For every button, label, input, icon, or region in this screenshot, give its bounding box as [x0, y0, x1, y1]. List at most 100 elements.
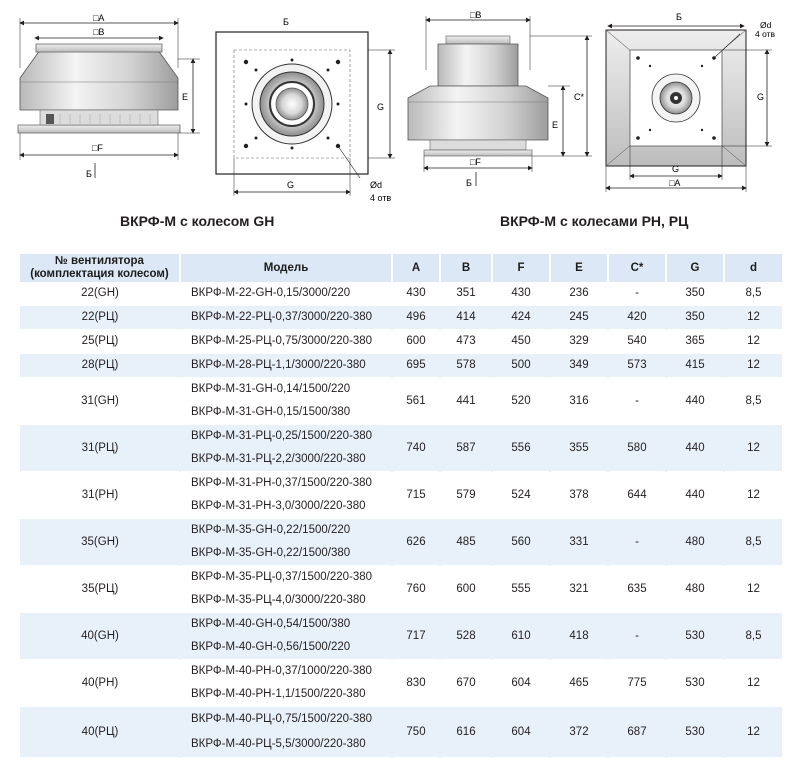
dim-c-label: C* — [574, 92, 584, 102]
table-header-row: № вентилятора (комплектация колесом) Мод… — [20, 254, 782, 282]
dim-a-cell: 760 — [392, 565, 440, 613]
model-name: ВКРФ-М-40-РЦ-0,75/1500/220-380 — [191, 713, 373, 725]
model-name: ВКРФ-М-28-РЦ-1,1/3000/220-380 — [191, 359, 366, 371]
model-cell: ВКРФ-М-28-РЦ-1,1/3000/220-380 — [180, 353, 392, 378]
model-name: ВКРФ-М-31-РН-3,0/3000/220-380 — [191, 500, 366, 512]
model-name: ВКРФ-М-25-РЦ-0,75/3000/220-380 — [191, 335, 373, 347]
dim-g-cell: 440 — [666, 424, 724, 472]
dim-f-label: □F — [92, 143, 103, 153]
dim-d-cell: 12 — [724, 565, 782, 613]
dim-b-label-rc-top: Б — [676, 12, 682, 22]
dim-b-cell: 414 — [440, 305, 492, 330]
fan-number-cell: 22(GH) — [20, 282, 180, 306]
dim-c-cell: 775 — [608, 659, 666, 707]
dim-f-cell: 500 — [492, 353, 550, 378]
model-name: ВКРФ-М-35-GH-0,22/1500/380 — [191, 547, 351, 559]
dim-a-cell: 496 — [392, 305, 440, 330]
fan-number-cell: 35(РЦ) — [20, 565, 180, 613]
dim-a-cell: 695 — [392, 353, 440, 378]
model-cell: ВКРФ-М-25-РЦ-0,75/3000/220-380 — [180, 329, 392, 354]
dim-d-cell: 8,5 — [724, 377, 782, 425]
caption-gh: ВКРФ-М с колесом GH — [120, 213, 275, 229]
dim-a-cell: 830 — [392, 659, 440, 707]
dim-c-cell: - — [608, 282, 666, 306]
dim-f-cell: 430 — [492, 282, 550, 306]
model-name: ВКРФ-М-31-GH-0,14/1500/220 — [191, 383, 351, 395]
dim-b-cell: 485 — [440, 518, 492, 566]
dim-d-cell: 12 — [724, 353, 782, 378]
hole-count-label-rc: 4 отв — [755, 29, 776, 39]
dim-g-cell: 530 — [666, 612, 724, 660]
dim-b-cell: 351 — [440, 282, 492, 306]
dim-e-cell: 329 — [550, 329, 608, 354]
gh-top-view: Б G G Ød 4 отв — [215, 17, 395, 203]
dim-a-label: □A — [93, 13, 104, 23]
dim-a-label-rc: □A — [669, 178, 680, 188]
header-e: E — [549, 254, 608, 282]
dim-d-cell: 12 — [724, 471, 782, 519]
dim-a-cell: 715 — [392, 471, 440, 519]
dim-f-cell: 604 — [492, 706, 550, 758]
dim-c-cell: - — [608, 612, 666, 660]
dim-b-cell: 600 — [440, 565, 492, 613]
model-cell: ВКРФ-М-22-GH-0,15/3000/220 — [180, 282, 392, 306]
dim-d-cell: 8,5 — [724, 282, 782, 306]
dim-b-cell: 579 — [440, 471, 492, 519]
dim-g-cell: 530 — [666, 659, 724, 707]
dim-a-cell: 717 — [392, 612, 440, 660]
dim-b-cell: 616 — [440, 706, 492, 758]
hole-diameter-label-rc: Ød — [760, 20, 772, 30]
fan-number-cell: 22(РЦ) — [20, 305, 180, 330]
dim-g-cell: 440 — [666, 471, 724, 519]
model-name: ВКРФ-М-40-GH-0,56/1500/220 — [191, 641, 351, 653]
dim-f-cell: 520 — [492, 377, 550, 425]
fan-number-cell: 40(РЦ) — [20, 706, 180, 758]
specification-table: № вентилятора (комплектация колесом) Мод… — [19, 254, 782, 758]
dim-e-cell: 316 — [550, 377, 608, 425]
dim-c-cell: 420 — [608, 305, 666, 330]
header-c: C* — [607, 254, 666, 282]
dim-g-bottom-label-rc: G — [672, 164, 679, 174]
dim-g-bottom-label: G — [287, 180, 294, 190]
dim-e-label-rc: E — [552, 120, 558, 130]
dim-d-cell: 12 — [724, 305, 782, 330]
model-name: ВКРФ-М-31-РЦ-0,25/1500/220-380 — [191, 430, 373, 442]
dim-b-cell: 587 — [440, 424, 492, 472]
model-name: ВКРФ-М-31-РЦ-2,2/3000/220-380 — [191, 453, 366, 465]
header-a: A — [391, 254, 440, 282]
model-name: ВКРФ-М-40-РН-1,1/1500/220-380 — [191, 688, 366, 700]
gh-side-view: □A □B E □F Б — [17, 13, 200, 179]
fan-number-cell: 35(GH) — [20, 518, 180, 566]
dim-f-cell: 524 — [492, 471, 550, 519]
fan-number-cell: 40(PH) — [20, 659, 180, 707]
dim-f-cell: 604 — [492, 659, 550, 707]
dim-g-cell: 350 — [666, 282, 724, 306]
dim-f-cell: 556 — [492, 424, 550, 472]
dim-b-cell: 670 — [440, 659, 492, 707]
fan-number-cell: 28(РЦ) — [20, 353, 180, 378]
model-name: ВКРФ-М-40-РН-0,37/1000/220-380 — [191, 665, 372, 677]
dim-f-cell: 450 — [492, 329, 550, 354]
dim-c-cell: 687 — [608, 706, 666, 758]
header-f: F — [491, 254, 550, 282]
section-mark-rc: Б — [466, 178, 472, 188]
dim-f-cell: 560 — [492, 518, 550, 566]
model-name: ВКРФ-М-40-GH-0,54/1500/380 — [191, 618, 351, 630]
dim-e-cell: 236 — [550, 282, 608, 306]
fan-number-cell: 25(РЦ) — [20, 329, 180, 354]
dim-f-cell: 424 — [492, 305, 550, 330]
hole-count-label: 4 отв — [370, 193, 391, 203]
dim-b-cell: 528 — [440, 612, 492, 660]
dim-e-cell: 321 — [550, 565, 608, 613]
model-name: ВКРФ-М-22-РЦ-0,37/3000/220-380 — [191, 311, 373, 323]
model-name: ВКРФ-М-22-GH-0,15/3000/220 — [191, 287, 351, 299]
model-name: ВКРФ-М-40-РЦ-5,5/3000/220-380 — [191, 738, 366, 750]
